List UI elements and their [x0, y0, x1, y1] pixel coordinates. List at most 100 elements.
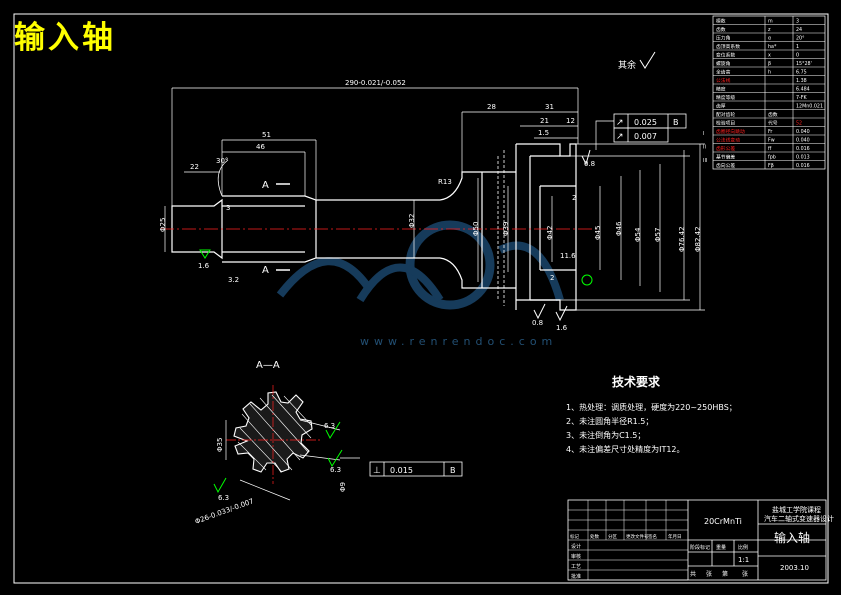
title-block-header: 年月日: [668, 533, 682, 540]
param-table-symbol: 齿数: [768, 111, 778, 118]
dim-phi54: Φ54: [634, 227, 642, 242]
param-table-symbol: α: [768, 37, 771, 42]
tolerance-leader: [595, 120, 614, 150]
param-table-symbol: ha*: [768, 44, 777, 50]
section-tolerance-symbol: ⊥: [373, 466, 381, 476]
dim-phi82: Φ82.42: [694, 226, 702, 252]
param-table-name: 齿厚: [716, 104, 726, 110]
roughness-rest-symbol: [639, 51, 656, 69]
tech-req-heading: 技术要求: [612, 374, 661, 389]
param-table-value: 12Mn0.021: [796, 104, 823, 110]
dim-phi32: Φ32: [408, 214, 416, 228]
section-dim-phi35: Φ35: [216, 438, 224, 452]
title-block-scale: 1:1: [738, 556, 749, 564]
title-block-sheet-total: 共: [690, 570, 696, 578]
param-table-value: 6.484: [796, 87, 810, 93]
section-tolerance-value: 0.015: [390, 466, 413, 475]
param-table-value: 0.016: [796, 163, 810, 169]
param-table-value: 1: [796, 44, 799, 50]
title-block-sheet-unit: 张: [706, 570, 712, 578]
roughness-0-8-b: 0.8: [584, 160, 595, 168]
dim-phi46: Φ46: [615, 221, 623, 236]
param-table-symbol: β: [768, 61, 771, 67]
watermark: www.renrendoc.com: [276, 220, 564, 348]
tolerance-1-value: 0.025: [634, 118, 657, 127]
param-table-value: 20°: [796, 36, 805, 42]
param-table-name: 精度等级: [716, 94, 735, 101]
param-table-value: 3: [796, 19, 799, 25]
title-block-role: 工艺: [571, 564, 581, 570]
title-block-header: 更改文件号: [626, 533, 649, 540]
dim-11-6: 11.6: [560, 252, 576, 260]
param-table-name: 变位系数: [716, 52, 735, 59]
param-table-symbol: fpb: [768, 155, 776, 161]
title-block-project: 汽车二轴式变速器设计: [764, 514, 834, 523]
param-table-value: 0.016: [796, 146, 810, 152]
tolerance-frame-2: [613, 127, 669, 143]
title-block-sheet-unit-2: 张: [742, 570, 748, 578]
param-table-symbol: 代号: [768, 120, 778, 127]
param-table-name: 压力角: [716, 35, 731, 42]
param-table-group-label: III: [703, 158, 707, 164]
param-table-symbol: m: [768, 20, 773, 25]
param-table-name: 齿向公差: [716, 162, 735, 169]
section-mark-a-top: A: [262, 180, 269, 191]
tech-req-item-4: 4、未注偏差尺寸处精度为IT12。: [566, 444, 685, 454]
roughness-marks: 1.6 0.8 1.6 0.8 3.2: [198, 149, 595, 332]
tech-req-item-1: 1、热处理：调质处理，硬度为220~250HBS；: [566, 402, 737, 412]
roughness-rest-label: 其余: [618, 59, 636, 71]
title-block-role: 审核: [571, 553, 581, 560]
title-block-header: 标记: [570, 533, 579, 540]
section-dimensions: [225, 419, 360, 501]
title-block-role: 设计: [571, 543, 581, 550]
param-table-symbol: ff: [768, 146, 772, 152]
param-table-name: 基节偏差: [716, 154, 735, 161]
section-mark-a-bottom: A: [262, 265, 269, 276]
dim-31: 31: [545, 103, 554, 111]
dim-phi76: Φ76.42: [678, 226, 686, 252]
watermark-url: www.renrendoc.com: [360, 335, 557, 348]
section-roughness-6-3-b: 6.3: [330, 466, 341, 474]
dim-2: 2: [550, 274, 554, 282]
section-tolerance-datum: B: [450, 466, 456, 475]
dim-phi25: Φ25: [159, 218, 167, 232]
title-block-sheet-no: 第: [722, 570, 728, 578]
param-table-name: 螺旋角: [716, 60, 731, 67]
dim-overall-length: 290-0.021/-0.052: [345, 79, 406, 87]
section-roughness: 6.3 6.3 6.3: [213, 421, 343, 502]
param-table-value: 7-FK: [796, 95, 808, 101]
param-table-name: 齿形公差: [716, 145, 735, 152]
param-table-value: 0.013: [796, 155, 810, 161]
param-table-name: 精度: [716, 86, 726, 93]
param-table-symbol: Fw: [768, 138, 775, 144]
param-table-symbol: z: [768, 28, 771, 33]
param-table-name: 检验项目: [716, 120, 735, 127]
sheet-border: [13, 13, 829, 584]
dim-1-5: 1.5: [538, 129, 549, 137]
param-table-name: 模数: [716, 18, 726, 25]
section-tolerance-frame: [369, 461, 463, 477]
drawing-title: 输入轴: [14, 20, 116, 56]
section-roughness-6-3-c: 6.3: [218, 494, 229, 502]
dim-phi42: Φ42: [546, 226, 554, 240]
dim-22: 22: [190, 163, 199, 171]
title-block-header: 分区: [608, 533, 617, 540]
dim-21: 21: [540, 117, 549, 125]
dim-28: 28: [487, 103, 496, 111]
tolerance-2-value: 0.007: [634, 132, 657, 141]
dimension-texts: 290-0.021/-0.052 28 31 21 12 1.5 51 46 2…: [159, 79, 702, 282]
param-table-name: 齿顶高系数: [716, 43, 740, 50]
param-table-value: 0: [796, 53, 799, 59]
dim-phi50: Φ50: [472, 222, 480, 236]
roughness-3-2: 3.2: [228, 276, 239, 284]
dim-phi57: Φ57: [654, 228, 662, 242]
tolerance-1-symbol: ↗: [616, 118, 624, 128]
tolerance-2-symbol: ↗: [616, 132, 624, 142]
param-table-value: 6.75: [796, 70, 807, 76]
param-table-group-label: II: [703, 145, 706, 151]
title-block-scale-label: 比例: [738, 544, 748, 551]
param-table-group-label: I: [703, 131, 704, 137]
title-block-material: 20CrMnTi: [704, 517, 742, 526]
datum-b-circle: [581, 274, 593, 286]
